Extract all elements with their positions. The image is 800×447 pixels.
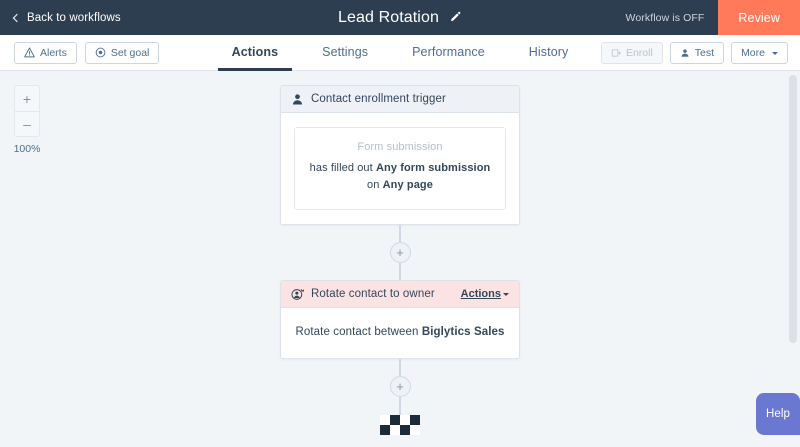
- add-step-button-1[interactable]: +: [389, 242, 411, 264]
- trigger-criteria-bold-1: Any form submission: [375, 162, 491, 174]
- back-to-workflows-label: Back to workflows: [27, 11, 121, 24]
- connector-line: [399, 359, 401, 377]
- top-header: Back to workflows Lead Rotation Workflow…: [0, 0, 800, 35]
- rotate-contact-body: Rotate contact between Biglytics Sales: [281, 308, 519, 358]
- toolbar-right-group: Enroll Test More: [600, 35, 788, 71]
- workflow-flow: Contact enrollment trigger Form submissi…: [280, 85, 520, 436]
- zoom-out-button[interactable]: –: [14, 111, 40, 137]
- rotate-contact-header: Rotate contact to owner Actions: [281, 281, 519, 309]
- tab-actions[interactable]: Actions: [210, 35, 301, 71]
- enroll-label: Enroll: [625, 47, 653, 59]
- connector-line: [399, 225, 401, 243]
- toolbar: Alerts Set goal Actions Settings Perform…: [0, 35, 800, 71]
- review-button[interactable]: Review: [718, 0, 800, 35]
- enroll-icon: [611, 49, 621, 57]
- header-right-group: Workflow is OFF Review: [626, 0, 800, 35]
- workflow-canvas: + – 100% Contact enrollment trigger: [0, 71, 800, 447]
- checkered-flag-icon: [380, 415, 420, 436]
- enrollment-trigger-header: Contact enrollment trigger: [281, 86, 519, 113]
- alerts-label: Alerts: [40, 46, 67, 59]
- trigger-criteria-bold-2: Any page: [382, 179, 433, 192]
- page-title: Lead Rotation: [338, 8, 439, 26]
- chevron-left-icon: [12, 13, 22, 22]
- set-goal-button[interactable]: Set goal: [84, 41, 160, 64]
- set-goal-label: Set goal: [110, 46, 150, 59]
- trigger-criteria-text: has filled out Any form submission on An…: [307, 160, 493, 194]
- contact-person-icon: [292, 93, 303, 105]
- zoom-controls: + – 100%: [14, 85, 40, 155]
- more-button[interactable]: More: [731, 42, 788, 64]
- tab-settings[interactable]: Settings: [322, 45, 369, 59]
- warning-triangle-icon: [24, 47, 35, 58]
- tab-bar: Actions Settings Performance History: [0, 35, 800, 71]
- add-step-button-2[interactable]: +: [389, 376, 411, 398]
- trigger-filter-box[interactable]: Form submission has filled out Any form …: [294, 127, 506, 211]
- zoom-in-button[interactable]: +: [14, 85, 40, 111]
- alerts-button[interactable]: Alerts: [14, 41, 77, 64]
- tab-history[interactable]: History: [528, 45, 569, 59]
- target-icon: [95, 47, 106, 58]
- connector-after-trigger: +: [389, 225, 411, 281]
- vertical-scrollbar[interactable]: [789, 75, 797, 405]
- connector-line: [399, 263, 401, 281]
- enrollment-trigger-title: Contact enrollment trigger: [311, 93, 446, 105]
- rotate-contact-icon: [291, 288, 304, 300]
- person-test-icon: [681, 49, 689, 57]
- test-label: Test: [694, 47, 715, 59]
- zoom-level-label: 100%: [13, 143, 41, 155]
- more-label: More: [741, 47, 765, 59]
- rotate-body-prefix: Rotate contact between: [295, 326, 422, 339]
- trigger-criteria-middle: on: [367, 179, 383, 192]
- rotate-contact-action-card[interactable]: Rotate contact to owner Actions Rotate c…: [280, 280, 520, 360]
- pencil-icon[interactable]: [449, 11, 462, 24]
- connector-after-action: +: [389, 359, 411, 416]
- vertical-scrollbar-thumb[interactable]: [789, 75, 797, 343]
- card-actions-menu[interactable]: Actions: [461, 288, 509, 300]
- back-to-workflows-link[interactable]: Back to workflows: [12, 11, 121, 24]
- card-actions-label: Actions: [460, 288, 501, 301]
- workflow-title-group: Lead Rotation: [0, 0, 800, 35]
- workflow-status-text: Workflow is OFF: [625, 11, 705, 24]
- rotate-body-team: Biglytics Sales: [421, 326, 505, 339]
- test-button[interactable]: Test: [669, 42, 725, 64]
- trigger-filter-label: Form submission: [357, 141, 443, 153]
- chevron-down-icon: [503, 292, 509, 296]
- enroll-button[interactable]: Enroll: [600, 42, 663, 64]
- toolbar-left-group: Alerts Set goal: [0, 41, 160, 64]
- trigger-criteria-prefix: has filled out: [309, 162, 376, 174]
- help-button[interactable]: Help: [756, 393, 800, 435]
- enrollment-trigger-card[interactable]: Contact enrollment trigger Form submissi…: [280, 85, 520, 226]
- connector-line: [399, 397, 401, 416]
- enrollment-trigger-body: Form submission has filled out Any form …: [281, 113, 519, 224]
- chevron-down-icon: [772, 51, 778, 55]
- rotate-contact-title: Rotate contact to owner: [311, 288, 435, 301]
- tab-performance[interactable]: Performance: [412, 45, 485, 59]
